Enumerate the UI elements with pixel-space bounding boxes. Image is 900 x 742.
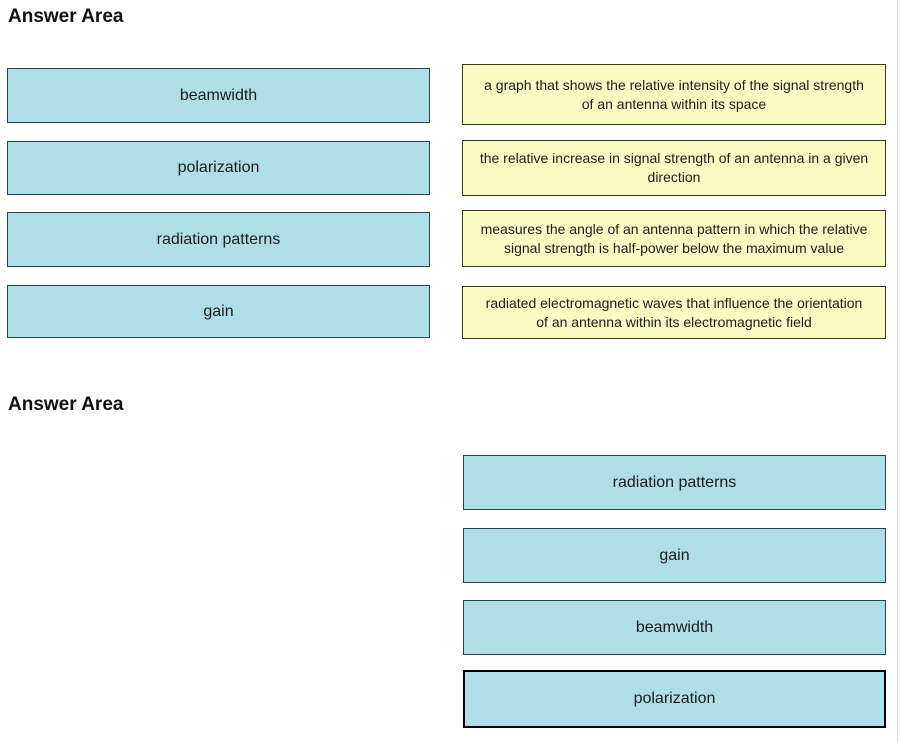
term-box-polarization[interactable]: polarization — [7, 141, 430, 195]
answer-label: radiation patterns — [612, 473, 737, 491]
term-label: polarization — [177, 159, 260, 176]
answer-area-title-bottom: Answer Area — [8, 394, 124, 415]
definition-text: the relative increase in signal strength… — [479, 150, 869, 185]
answer-box-polarization-selected[interactable]: polarization — [463, 670, 886, 728]
answer-box-radiation-patterns[interactable]: radiation patterns — [463, 455, 886, 510]
term-label: radiation patterns — [156, 230, 281, 248]
window-right-edge — [897, 0, 898, 742]
answer-label: gain — [659, 546, 690, 564]
term-box-beamwidth[interactable]: beamwidth — [7, 68, 430, 123]
definition-text: a graph that shows the relative intensit… — [484, 76, 864, 112]
definition-text: measures the angle of an antenna pattern… — [480, 220, 868, 256]
answer-area-title-top: Answer Area — [8, 6, 124, 27]
definition-box-2[interactable]: the relative increase in signal strength… — [462, 140, 886, 196]
definition-box-4[interactable]: radiated electromagnetic waves that infl… — [462, 286, 886, 339]
definition-text: radiated electromagnetic waves that infl… — [485, 294, 863, 330]
term-label: beamwidth — [179, 86, 258, 104]
answer-label: beamwidth — [635, 618, 714, 636]
term-box-gain[interactable]: gain — [7, 285, 430, 338]
answer-label: polarization — [633, 690, 716, 707]
definition-box-1[interactable]: a graph that shows the relative intensit… — [462, 64, 886, 125]
definition-box-3[interactable]: measures the angle of an antenna pattern… — [462, 210, 886, 267]
term-label: gain — [203, 302, 234, 320]
answer-box-beamwidth[interactable]: beamwidth — [463, 600, 886, 655]
answer-box-gain[interactable]: gain — [463, 528, 886, 583]
term-box-radiation-patterns[interactable]: radiation patterns — [7, 212, 430, 267]
